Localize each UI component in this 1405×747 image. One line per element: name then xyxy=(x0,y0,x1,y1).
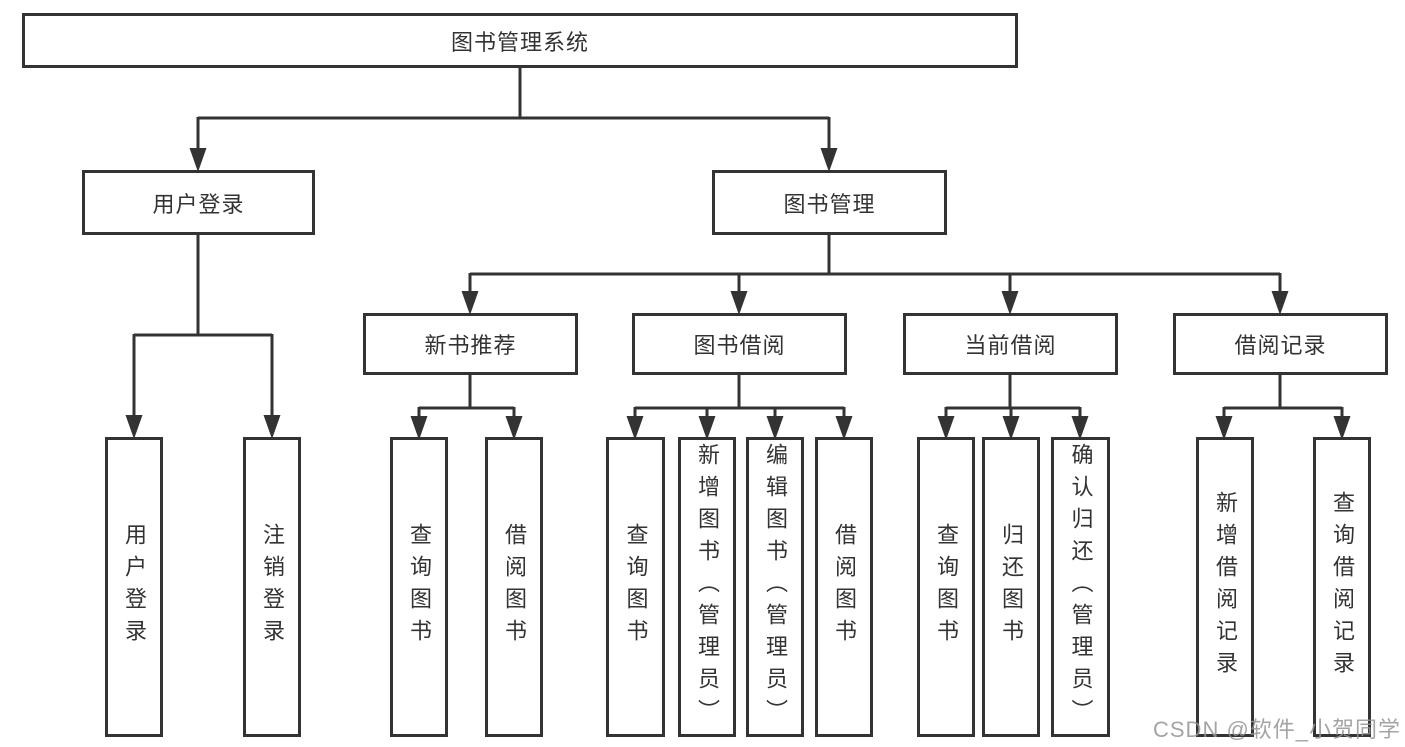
watermark: CSDN @软件_小贺同学 xyxy=(1153,717,1402,742)
node-borrow-records-label: 借阅记录 xyxy=(1234,333,1327,358)
leaf-label: 新增借阅记录 xyxy=(1213,491,1238,683)
node-root: 图书管理系统 xyxy=(22,13,1018,68)
leaf-label: 查询图书 xyxy=(934,523,959,651)
connectors-user-login-children xyxy=(125,235,281,439)
node-root-label: 图书管理系统 xyxy=(450,29,589,55)
leaf-label: 编辑图书（管理员） xyxy=(763,443,788,731)
node-book-borrow-label: 图书借阅 xyxy=(693,333,786,358)
node-leaf-query-books-borrow: 查询图书 xyxy=(606,437,665,737)
node-leaf-add-borrow-record: 新增借阅记录 xyxy=(1196,437,1254,737)
node-book-management: 图书管理 xyxy=(712,170,947,235)
node-leaf-edit-books-admin: 编辑图书（管理员） xyxy=(746,437,804,737)
node-new-book-recommend: 新书推荐 xyxy=(363,313,578,375)
node-user-login: 用户登录 xyxy=(82,170,315,235)
node-leaf-add-books-admin: 新增图书（管理员） xyxy=(678,437,736,737)
connectors-book-management-children xyxy=(461,235,1289,315)
leaf-label: 查询借阅记录 xyxy=(1330,491,1355,683)
node-leaf-confirm-return-admin: 确认归还（管理员） xyxy=(1051,437,1110,737)
leaf-label: 新增图书（管理员） xyxy=(695,443,720,731)
connectors-new-book-recommend-children xyxy=(410,375,523,440)
leaf-label: 借阅图书 xyxy=(832,523,857,651)
node-current-borrow: 当前借阅 xyxy=(903,313,1118,375)
node-new-book-recommend-label: 新书推荐 xyxy=(424,333,517,358)
connectors-current-borrow-children xyxy=(937,375,1089,440)
node-book-borrow: 图书借阅 xyxy=(632,313,847,375)
node-leaf-return-books: 归还图书 xyxy=(982,437,1040,737)
connectors-borrow-records-children xyxy=(1215,375,1351,440)
leaf-label: 用户登录 xyxy=(122,523,147,651)
node-leaf-query-books-recommend: 查询图书 xyxy=(390,437,448,737)
leaf-label: 查询图书 xyxy=(623,523,649,651)
leaf-label: 查询图书 xyxy=(407,523,432,651)
node-borrow-records: 借阅记录 xyxy=(1173,313,1388,375)
leaf-label: 借阅图书 xyxy=(502,523,527,651)
leaf-label: 注销登录 xyxy=(260,523,285,651)
leaf-label: 归还图书 xyxy=(999,523,1024,651)
node-leaf-borrow-books-borrow: 借阅图书 xyxy=(815,437,873,737)
node-book-management-label: 图书管理 xyxy=(783,191,876,217)
connectors-book-borrow-children xyxy=(626,375,853,440)
connectors-root-to-level2 xyxy=(189,68,838,172)
node-leaf-logout: 注销登录 xyxy=(243,437,301,737)
node-leaf-user-login: 用户登录 xyxy=(105,437,163,737)
node-leaf-query-books-current: 查询图书 xyxy=(917,437,975,737)
node-leaf-borrow-books-recommend: 借阅图书 xyxy=(485,437,543,737)
node-user-login-label: 用户登录 xyxy=(152,191,245,217)
node-leaf-query-borrow-record: 查询借阅记录 xyxy=(1313,437,1371,737)
leaf-label: 确认归还（管理员） xyxy=(1068,443,1094,731)
node-current-borrow-label: 当前借阅 xyxy=(964,333,1057,358)
